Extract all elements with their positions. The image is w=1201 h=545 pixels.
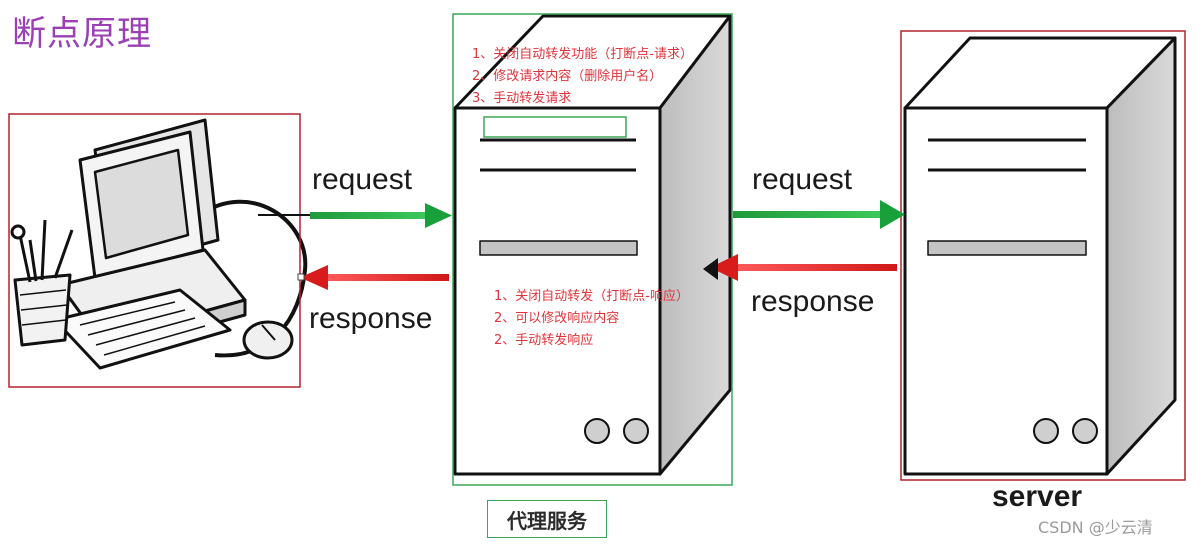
server-response-label: response (751, 285, 875, 318)
response-arrow-left (297, 265, 449, 290)
note-line: 1、关闭自动转发（打断点-响应） (494, 289, 689, 304)
server-request-label: request (752, 163, 853, 196)
client-response-label: response (309, 302, 433, 335)
note-line: 3、手动转发请求 (472, 91, 572, 106)
proxy-caption: 代理服务 (487, 500, 607, 538)
diagram-title: 断点原理 (12, 14, 152, 54)
response-arrow-right (703, 254, 897, 281)
proxy-request-notes: 1、关闭自动转发功能（打断点-请求） 2、修改请求内容（删除用户名） 3、手动转… (472, 44, 693, 110)
server-box (900, 30, 1186, 481)
request-arrow-left (258, 203, 452, 228)
server-tower-icon (453, 14, 732, 476)
proxy-panel-box (483, 116, 627, 138)
proxy-response-notes: 1、关闭自动转发（打断点-响应） 2、可以修改响应内容 2、手动转发响应 (494, 286, 689, 352)
server-caption: server (992, 480, 1083, 513)
note-line: 2、修改请求内容（删除用户名） (472, 69, 663, 84)
client-box (8, 113, 301, 388)
client-request-label: request (312, 163, 413, 196)
note-line: 2、手动转发响应 (494, 333, 594, 348)
desktop-computer-icon (10, 118, 308, 370)
watermark: CSDN @少云清 (1038, 518, 1153, 537)
note-line: 1、关闭自动转发功能（打断点-请求） (472, 47, 693, 62)
proxy-box (452, 13, 733, 486)
server-tower-icon (903, 36, 1177, 476)
request-arrow-right (733, 200, 905, 229)
note-line: 2、可以修改响应内容 (494, 311, 620, 326)
